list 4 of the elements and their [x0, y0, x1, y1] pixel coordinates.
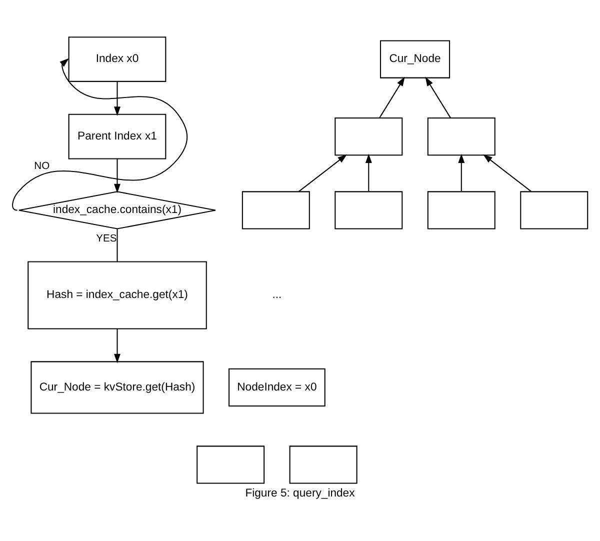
edge-label: NO: [34, 161, 50, 172]
edge-label: YES: [96, 233, 117, 244]
caption: Figure 5: query_index: [245, 487, 355, 500]
label: ...: [272, 289, 282, 302]
